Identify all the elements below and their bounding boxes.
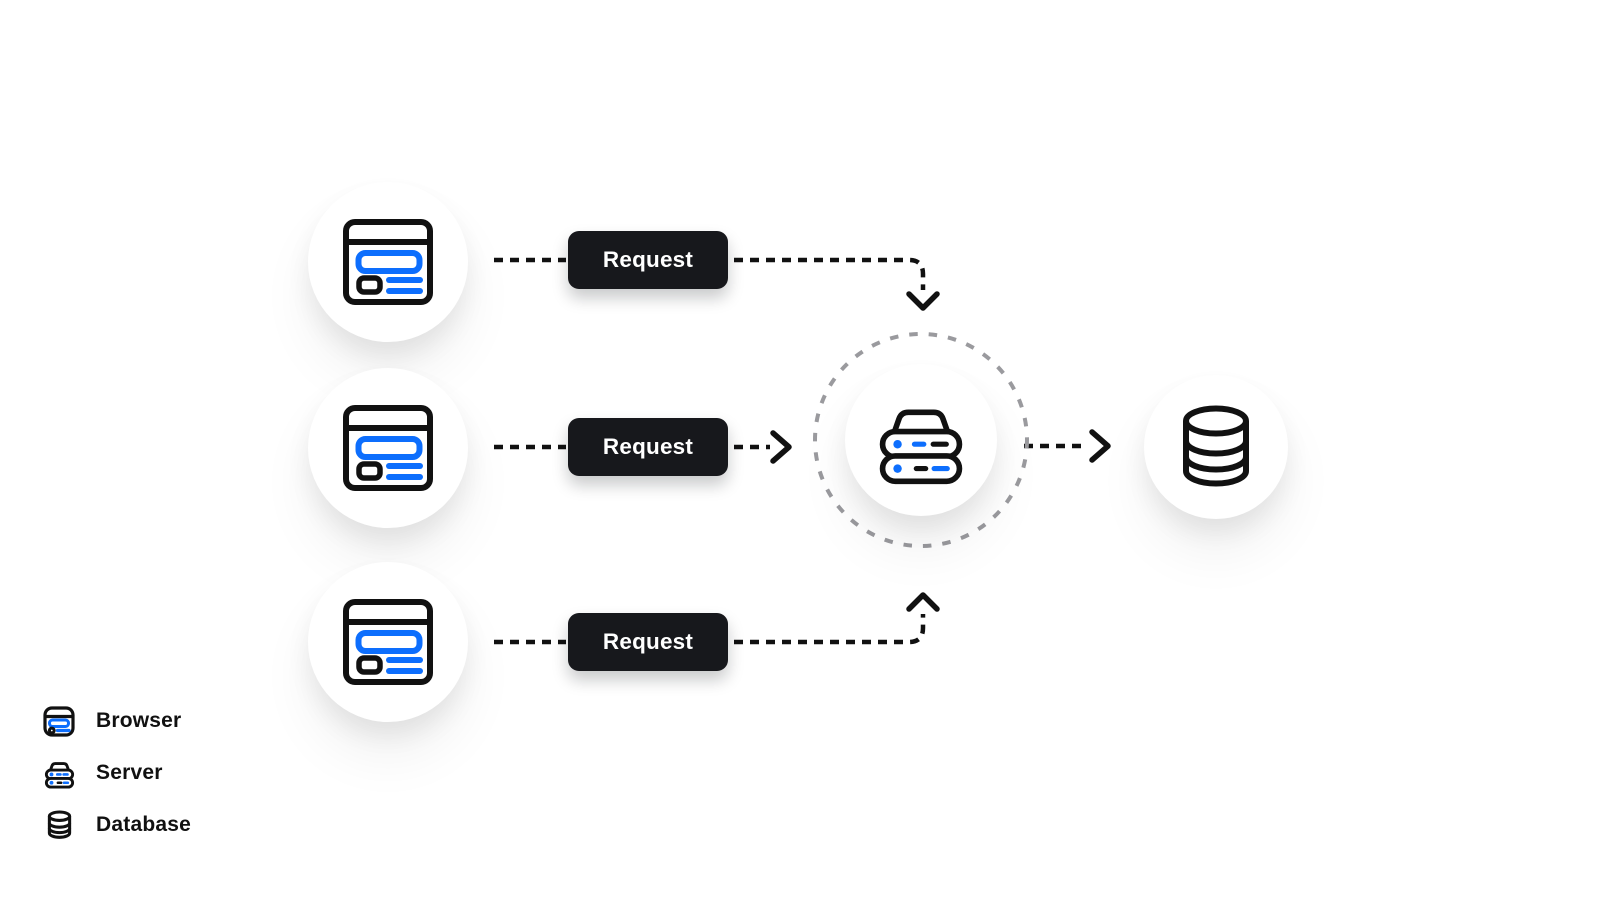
server-node [845,364,997,516]
legend-item-database: Database [42,806,191,844]
database-icon [42,808,76,842]
request-button-3[interactable]: Request [568,613,728,671]
browser-icon [343,405,433,491]
arrowhead-up-icon [906,592,940,612]
arrowhead-right-icon [1089,429,1111,463]
legend-label: Browser [96,709,182,732]
legend-label: Server [96,761,163,784]
arrowhead-right-icon [770,430,792,464]
request-button-1[interactable]: Request [568,231,728,289]
arrowhead-down-icon [906,291,940,311]
server-icon [879,409,963,485]
browser-icon [343,219,433,305]
legend-item-browser: Browser [42,702,191,740]
dash-request3-to-server [734,614,926,645]
dash-request1-to-server [734,257,926,290]
legend-label: Database [96,813,191,836]
database-icon [1183,405,1249,487]
browser-node-3 [308,562,468,722]
server-icon [42,756,76,790]
request-button-2[interactable]: Request [568,418,728,476]
legend: Browser Server [42,702,191,844]
browser-icon [42,704,76,738]
browser-node-2 [308,368,468,528]
database-node [1144,375,1288,519]
browser-node-1 [308,182,468,342]
browser-icon [343,599,433,685]
legend-item-server: Server [42,754,191,792]
